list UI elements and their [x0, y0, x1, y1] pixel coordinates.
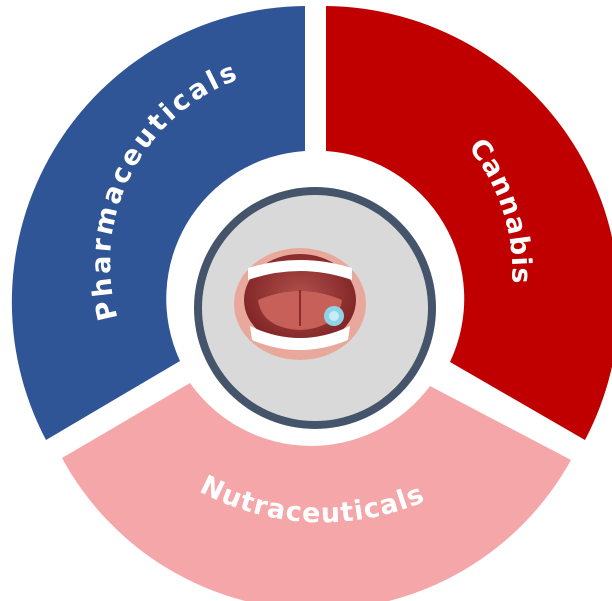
open-mouth-icon — [234, 248, 366, 360]
